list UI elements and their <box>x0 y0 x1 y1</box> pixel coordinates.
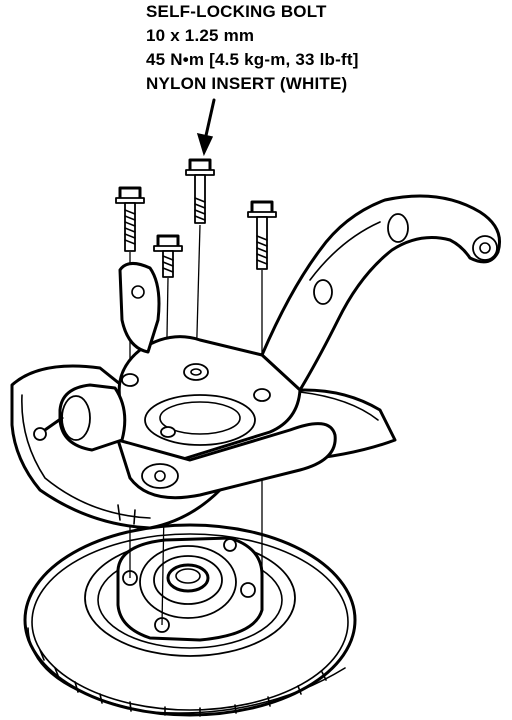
hub-bolt-center <box>153 234 183 278</box>
wheel-hub <box>116 536 264 642</box>
callout-insert-note: NYLON INSERT (WHITE) <box>146 74 348 93</box>
tie-rod-end <box>33 383 127 452</box>
callout-torque-spec: 45 N•m [4.5 kg-m, 33 lb-ft] <box>146 50 359 69</box>
callout-arrow <box>196 98 216 157</box>
self-locking-bolt <box>185 158 215 224</box>
callout-bolt-size: 10 x 1.25 mm <box>146 26 255 45</box>
callout-bolt-type: SELF-LOCKING BOLT <box>146 2 327 21</box>
hub-bolt-right <box>247 200 277 270</box>
hub-bolt-left-rear <box>115 186 145 252</box>
steering-knuckle <box>116 194 501 500</box>
bolt-callout: SELF-LOCKING BOLT 10 x 1.25 mm 45 N•m [4… <box>146 0 476 96</box>
